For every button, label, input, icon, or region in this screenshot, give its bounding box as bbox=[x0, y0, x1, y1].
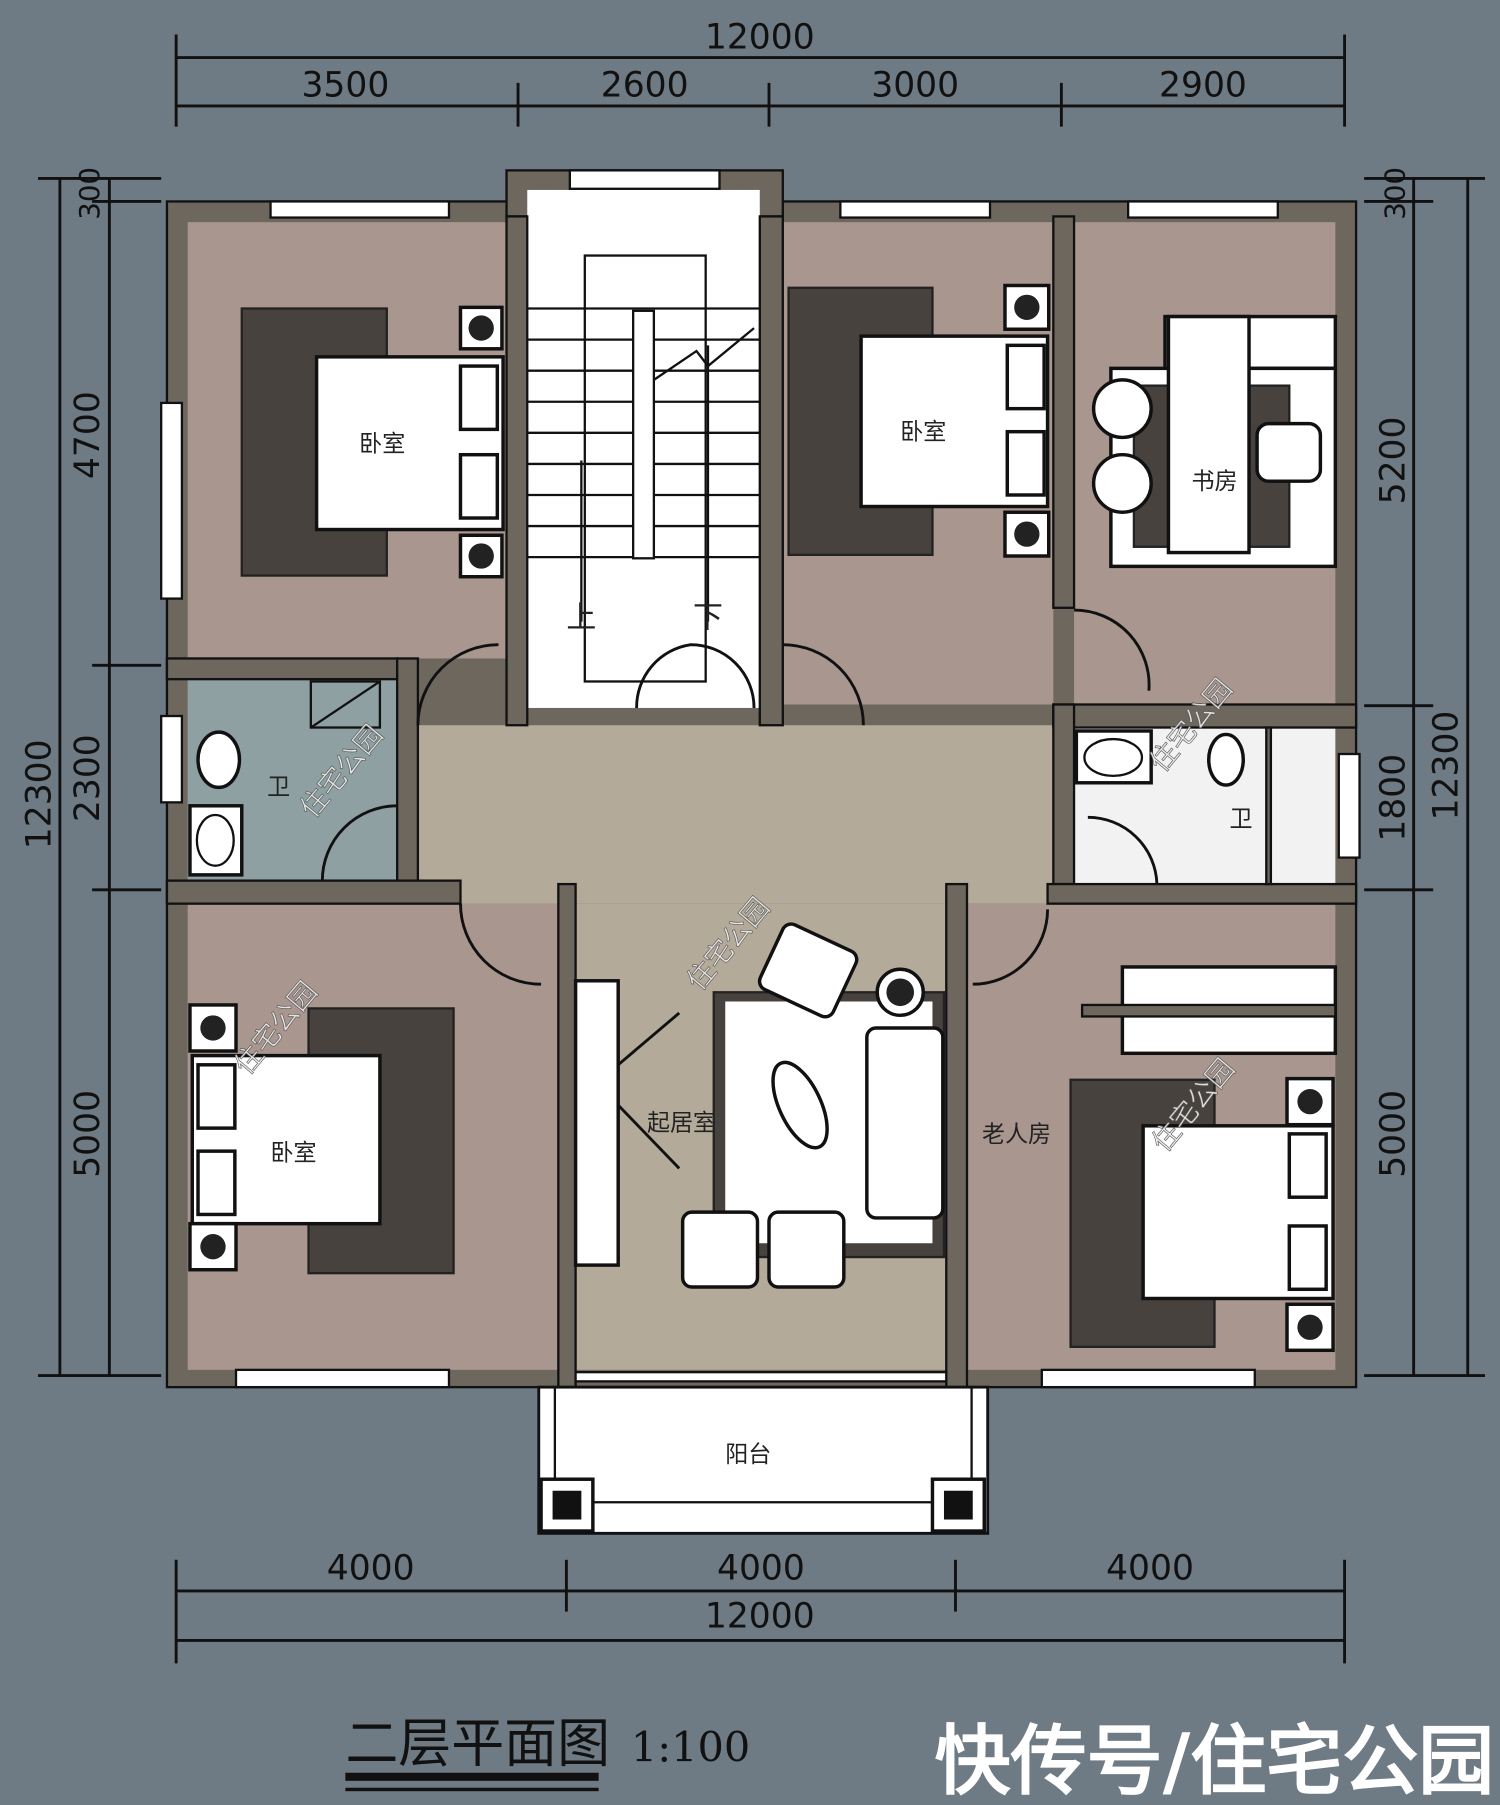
dim-bottom-2: 4000 bbox=[717, 1548, 805, 1588]
interior-wall bbox=[165, 657, 399, 681]
bath-right-fixtures bbox=[1074, 729, 1245, 787]
label-bath-left: 卫 bbox=[267, 774, 290, 800]
living-furniture bbox=[573, 922, 946, 1289]
stairwell bbox=[527, 189, 760, 708]
label-study: 书房 bbox=[1191, 469, 1237, 495]
bed-top-left bbox=[240, 305, 505, 579]
dim-left-2: 4700 bbox=[68, 391, 108, 479]
dimension-bottom: 4000 4000 4000 12000 bbox=[174, 1548, 1347, 1664]
dim-left-3: 2300 bbox=[68, 734, 108, 822]
dim-top-total: 12000 bbox=[705, 17, 815, 57]
interior-wall bbox=[505, 215, 529, 727]
plan-scale: 1:100 bbox=[631, 1723, 750, 1771]
label-living: 起居室 bbox=[647, 1110, 716, 1136]
label-elder-room: 老人房 bbox=[982, 1122, 1051, 1148]
interior-wall bbox=[165, 879, 462, 905]
title-underline bbox=[345, 1772, 599, 1781]
title-underline-thin bbox=[345, 1787, 599, 1792]
stair-down-label: 下 bbox=[693, 600, 723, 635]
dimension-left: 12300 300 4700 2300 5000 bbox=[20, 167, 162, 1378]
interior-wall bbox=[396, 657, 420, 890]
dim-top-2: 2600 bbox=[601, 66, 689, 106]
bath-left-fixtures bbox=[188, 680, 382, 877]
dim-right-total: 12300 bbox=[1426, 711, 1466, 821]
interior-wall bbox=[557, 882, 577, 1389]
shower-partition bbox=[1265, 726, 1273, 886]
interior-wall bbox=[1052, 703, 1076, 886]
dim-bottom-1: 4000 bbox=[327, 1548, 415, 1588]
label-bedroom-bottom-left: 卧室 bbox=[271, 1140, 317, 1166]
dim-top-1: 3500 bbox=[301, 66, 389, 106]
interior-wall bbox=[945, 882, 969, 1389]
dim-right-3: 1800 bbox=[1373, 754, 1413, 842]
interior-wall bbox=[758, 215, 784, 727]
source-watermark: 快传号/住宅公园 bbox=[935, 1717, 1495, 1805]
dim-left-1: 300 bbox=[73, 167, 106, 220]
staircase[interactable] bbox=[527, 254, 760, 683]
dim-right-4: 5000 bbox=[1373, 1090, 1413, 1178]
dim-right-2: 5200 bbox=[1373, 417, 1413, 505]
balcony bbox=[537, 1385, 990, 1535]
dim-right-1: 300 bbox=[1378, 167, 1411, 220]
dim-left-total: 12300 bbox=[20, 739, 60, 849]
dim-bottom-3: 4000 bbox=[1106, 1548, 1194, 1588]
interior-wall bbox=[1052, 215, 1076, 609]
bed-top-mid bbox=[787, 283, 1051, 558]
elder-room-furniture bbox=[1069, 965, 1338, 1353]
dimension-top: 12000 3500 2600 3000 2900 bbox=[174, 17, 1347, 127]
label-bedroom-top-left: 卧室 bbox=[359, 431, 405, 457]
bed-bottom-left bbox=[188, 1003, 455, 1275]
dim-top-3: 3000 bbox=[871, 66, 959, 106]
door-swings bbox=[320, 608, 1159, 986]
hallway bbox=[397, 725, 1054, 904]
stair-up-label: 上 bbox=[566, 600, 596, 635]
interior-wall bbox=[1046, 882, 1358, 905]
dim-bottom-total: 12000 bbox=[705, 1597, 815, 1637]
dimension-right: 300 5200 1800 5000 12300 bbox=[1364, 167, 1486, 1378]
label-bedroom-top-mid: 卧室 bbox=[900, 420, 946, 446]
dim-left-4: 5000 bbox=[68, 1090, 108, 1178]
label-bath-right: 卫 bbox=[1229, 807, 1252, 833]
label-balcony: 阳台 bbox=[725, 1442, 771, 1468]
windows bbox=[160, 169, 1361, 1389]
desk-study bbox=[1091, 314, 1338, 569]
plan-title: 二层平面图 bbox=[345, 1713, 610, 1774]
dim-top-4: 2900 bbox=[1159, 66, 1247, 106]
